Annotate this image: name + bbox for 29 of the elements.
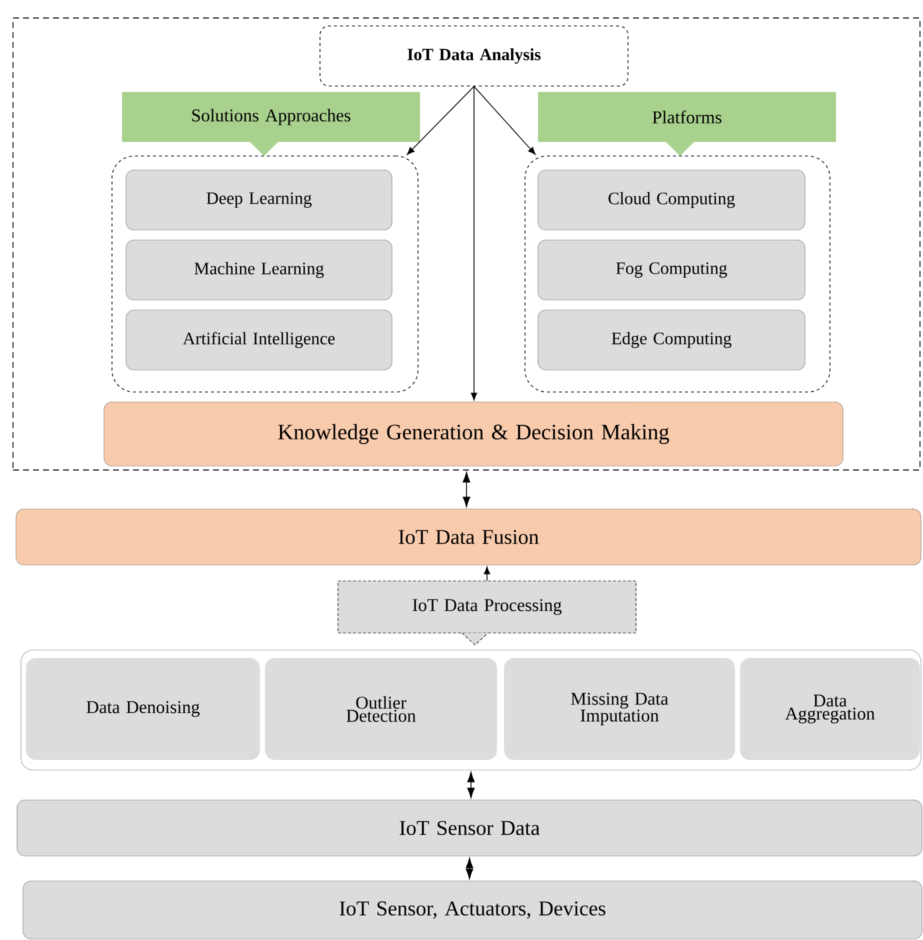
callout-box: IoT Data Processing [338,580,636,646]
arrow [462,472,470,508]
item-box: Machine Learning [126,240,392,300]
layer-box: Knowledge Generation & Decision Making [104,402,844,466]
arrow [470,86,478,400]
title-box: IoT Data Analysis [320,26,628,86]
arrow [406,86,474,155]
item-box: Deep Learning [126,170,392,230]
item-box: Fog Computing [538,240,806,300]
layer-box: IoT Data Fusion [16,508,922,566]
item-box: Cloud Computing [538,170,806,230]
arrow [466,858,474,880]
step-box: Data Denoising [26,658,260,760]
step-box: Outlier Detection [265,658,497,760]
frame-box [12,18,920,470]
group-box [524,156,830,392]
arrow [467,772,475,798]
callout-box: Solutions Approaches [122,92,420,156]
layer-box: IoT Sensor, Actuators, Devices [22,880,922,940]
arrow [474,86,536,155]
arrow [484,566,490,582]
group-box [112,156,418,392]
step-box: Data Aggregation [740,658,920,760]
step-box: Missing Data Imputation [504,658,735,760]
layer-box: IoT Sensor Data [16,800,922,856]
group-box [20,650,922,770]
callout-box: Platforms [538,92,836,156]
item-box: Artificial Intelligence [126,310,392,370]
item-box: Edge Computing [538,310,806,370]
